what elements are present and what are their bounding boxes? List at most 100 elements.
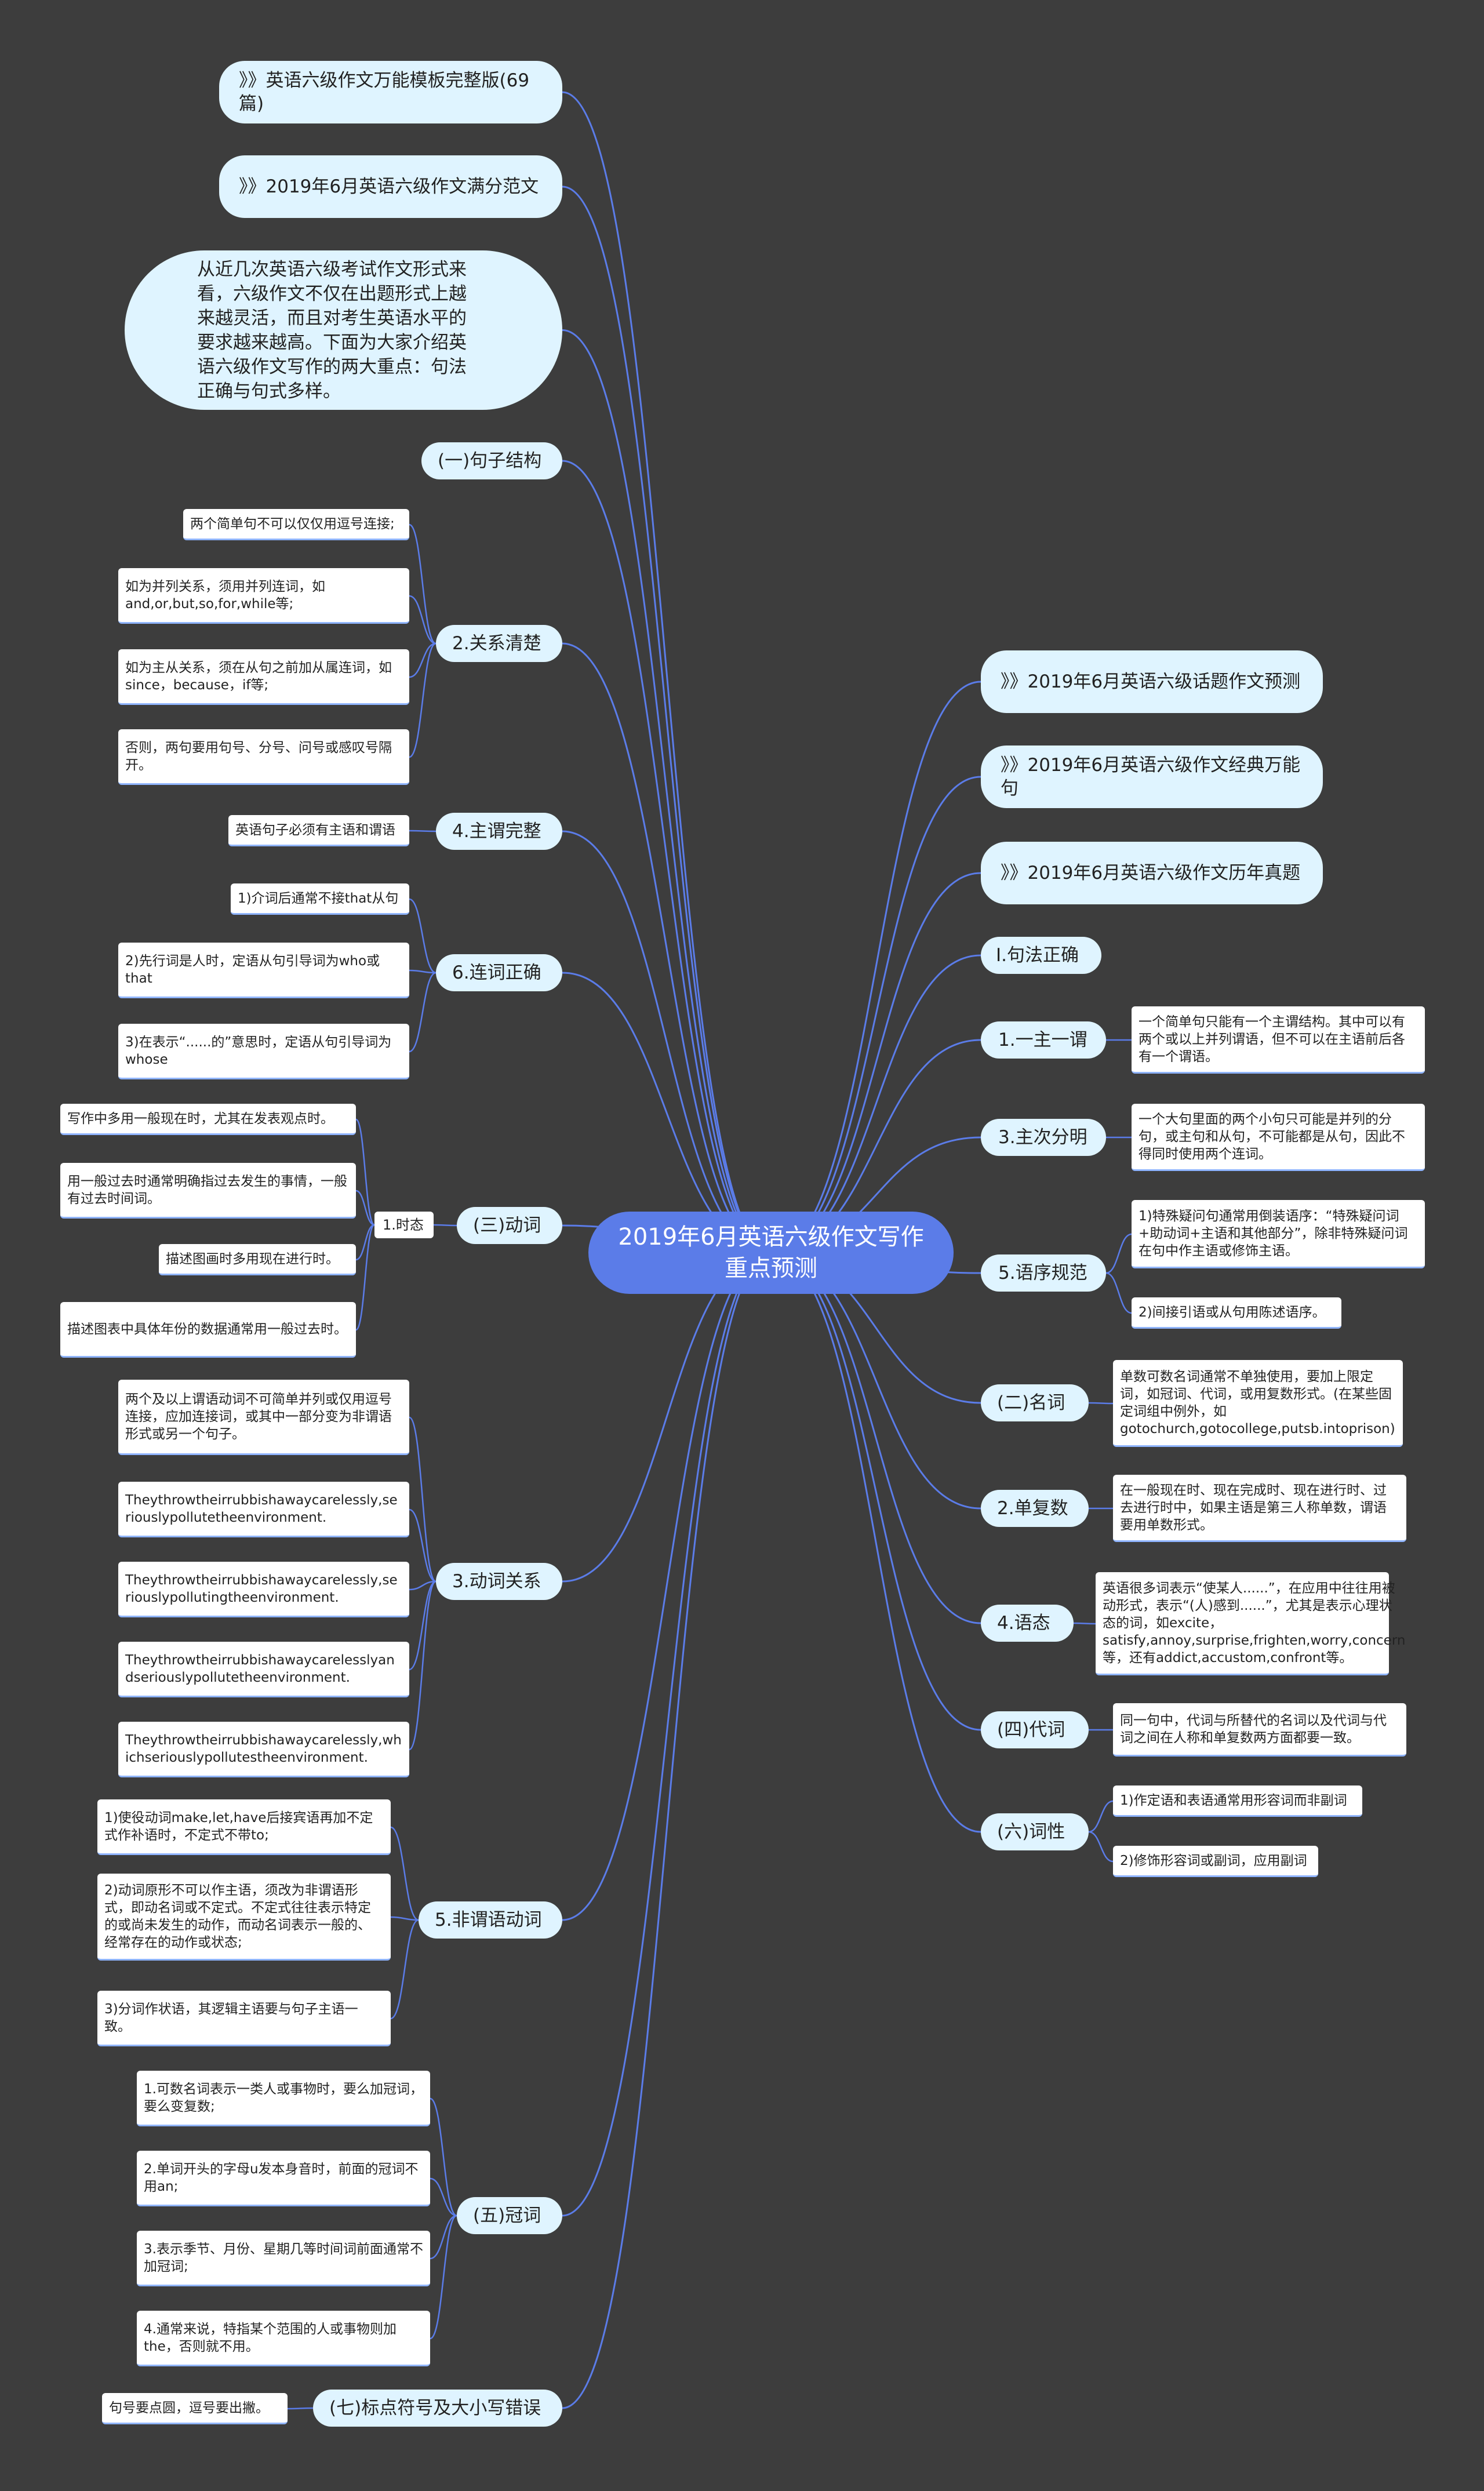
leaf-pos-1: 1)作定语和表语通常用形容词而非副词 [1113, 1785, 1362, 1817]
leaf-relation-4: 否则，两句要用句号、分号、问号或感叹号隔开。 [118, 729, 409, 785]
branch-part-of-speech[interactable]: (六)词性 [981, 1813, 1089, 1850]
edge-l8b [355, 1190, 375, 1226]
edge-l8d [355, 1224, 376, 1331]
leaf-conj-3: 3)在表示“......的”意思时，定语从句引导词为whose [118, 1024, 409, 1079]
edge-l9 [562, 1252, 772, 1583]
branch-conjunction[interactable]: 6.连词正确 [436, 954, 562, 991]
edge-l10c [390, 1919, 419, 2020]
leaf-article-4: 4.通常来说，特指某个范围的人或事物则加the，否则就不用。 [137, 2311, 430, 2366]
leaf-verb-rel-1: 两个及以上谓语动词不可简单并列或仅用逗号连接，应加连接词，或其中一部分变为非谓语… [118, 1380, 409, 1455]
branch-nonfinite-verb[interactable]: 5.非谓语动词 [419, 1901, 562, 1939]
leaf-tense-3: 描述图画时多用现在进行时。 [159, 1244, 356, 1275]
edge-l10 [562, 1252, 772, 1921]
sub-tense: 1.时态 [374, 1212, 434, 1238]
branch-relation-clear[interactable]: 2.关系清楚 [436, 625, 562, 662]
intro-paragraph: 从近几次英语六级考试作文形式来看，六级作文不仅在出题形式上越来越灵活，而且对考生… [125, 250, 562, 410]
edge-l2 [562, 186, 772, 1254]
edge-l9c [409, 1580, 437, 1591]
edge-r12b [1088, 1831, 1114, 1863]
leaf-relation-1: 两个简单句不可以仅仅用逗号连接; [183, 509, 409, 540]
branch-one-subject-predicate[interactable]: 1.一主一谓 [981, 1021, 1106, 1059]
edge-r2 [770, 776, 981, 1254]
leaf-pos-2: 2)修饰形容词或副词，应用副词 [1113, 1846, 1318, 1877]
leaf-tense-1: 写作中多用一般现在时，尤其在发表观点时。 [60, 1104, 356, 1135]
edge-l9b [409, 1508, 437, 1583]
leaf-noun-1: 单数可数名词通常不单独使用，要加上限定词，如冠词、代词，或用复数形式。(在某些固… [1113, 1360, 1403, 1447]
edge-l5c [409, 642, 437, 678]
branch-voice[interactable]: 4.语态 [981, 1605, 1074, 1642]
leaf-one-1: 一个简单句只能有一个主谓结构。其中可以有两个或以上并列谓语，但不可以在主语前后各… [1132, 1006, 1425, 1074]
leaf-tense-2: 用一般过去时通常明确指过去发生的事情，一般有过去时间词。 [60, 1163, 356, 1219]
edge-r12a [1088, 1800, 1114, 1833]
edge-l6 [562, 830, 772, 1254]
leaf-punct-1: 句号要点圆，逗号要出撇。 [102, 2393, 288, 2424]
link-classic-sentences[interactable]: 》》2019年6月英语六级作文经典万能句 [981, 746, 1323, 808]
edge-l9a [409, 1416, 437, 1583]
edge-l10a [390, 1826, 419, 1921]
link-full-score-essays[interactable]: 》》2019年6月英语六级作文满分范文 [219, 155, 562, 218]
leaf-article-1: 1.可数名词表示一类人或事物时，要么加冠词，要么变复数; [137, 2071, 430, 2126]
edge-l5a [409, 523, 437, 645]
leaf-verb-rel-5: Theythrowtheirrubbishawaycarelessly,whic… [118, 1722, 409, 1777]
leaf-nonfinite-1: 1)使役动词make,let,have后接宾语再加不定式作补语时，不定式不带to… [97, 1799, 391, 1855]
branch-verb[interactable]: (三)动词 [457, 1207, 562, 1244]
central-topic[interactable]: 2019年6月英语六级作文写作重点预测 [588, 1212, 954, 1294]
edge-r1 [770, 681, 981, 1254]
edge-l5d [409, 642, 437, 758]
leaf-article-3: 3.表示季节、月份、星期几等时间词前面通常不加冠词; [137, 2231, 430, 2286]
edge-l11c [430, 2214, 457, 2260]
branch-pronoun[interactable]: (四)代词 [981, 1711, 1089, 1748]
branch-syntax-correct[interactable]: I.句法正确 [981, 937, 1101, 974]
leaf-order-1: 1)特殊疑问句通常用倒装语序：“特殊疑问词+助动词+主语和其他部分”，除非特殊疑… [1132, 1200, 1425, 1268]
leaf-conj-2: 2)先行词是人时，定语从句引导词为who或that [118, 943, 409, 998]
edge-r7a [1105, 1233, 1132, 1274]
link-template-69[interactable]: 》》英语六级作文万能模板完整版(69篇) [219, 61, 562, 123]
branch-article[interactable]: (五)冠词 [457, 2197, 562, 2234]
leaf-nonfinite-3: 3)分词作状语，其逻辑主语要与句子主语一致。 [97, 1991, 391, 2046]
edge-l8a [355, 1118, 376, 1226]
edge-r7b [1105, 1272, 1132, 1314]
edge-r4 [770, 954, 981, 1254]
edge-l7b [409, 969, 437, 974]
leaf-main-1: 一个大句里面的两个小句只可能是并列的分句，或主句和从句，不可能都是从句，因此不得… [1132, 1104, 1425, 1171]
branch-sentence-structure[interactable]: (一)句子结构 [421, 442, 562, 479]
edge-l8s [433, 1224, 457, 1227]
branch-punctuation[interactable]: (七)标点符号及大小写错误 [313, 2390, 562, 2427]
edge-r12 [770, 1252, 981, 1833]
edge-l7a [409, 898, 437, 974]
leaf-conj-1: 1)介词后通常不接that从句 [231, 883, 409, 915]
leaf-verb-rel-3: Theythrowtheirrubbishawaycarelessly,seri… [118, 1562, 409, 1617]
edge-l11b [430, 2177, 457, 2217]
branch-subject-predicate[interactable]: 4.主谓完整 [436, 813, 562, 850]
link-past-papers[interactable]: 》》2019年6月英语六级作文历年真题 [981, 842, 1323, 904]
edge-r10a [1073, 1622, 1096, 1625]
edge-r11 [770, 1252, 981, 1731]
edge-l12a [287, 2407, 314, 2410]
edge-l3 [562, 329, 772, 1254]
link-topic-prediction[interactable]: 》》2019年6月英语六级话题作文预测 [981, 650, 1323, 713]
leaf-relation-3: 如为主从关系，须在从句之前加从属连词，如since，because，if等; [118, 649, 409, 705]
branch-verb-relation[interactable]: 3.动词关系 [436, 1563, 562, 1600]
leaf-subject-1: 英语句子必须有主语和谓语 [228, 815, 409, 846]
edge-l11a [430, 2097, 457, 2217]
leaf-order-2: 2)间接引语或从句用陈述语序。 [1132, 1297, 1341, 1329]
branch-noun[interactable]: (二)名词 [981, 1384, 1089, 1421]
edge-r10 [770, 1252, 981, 1624]
leaf-relation-2: 如为并列关系，须用并列连词，如and,or,but,so,for,while等; [118, 568, 409, 624]
leaf-verb-rel-4: Theythrowtheirrubbishawaycarelesslyandse… [118, 1642, 409, 1697]
leaf-voice-1: 英语很多词表示“使某人......”，在应用中往往用被动形式，表示“(人)感到.… [1096, 1572, 1405, 1675]
leaf-pronoun-1: 同一句中，代词与所替代的名词以及代词与代词之间在人称和单复数两方面都要一致。 [1113, 1703, 1406, 1757]
branch-word-order[interactable]: 5.语序规范 [981, 1254, 1106, 1292]
edge-l9d [409, 1580, 437, 1671]
leaf-article-2: 2.单词开头的字母u发本身音时，前面的冠词不用an; [137, 2151, 430, 2206]
edge-l4 [562, 460, 772, 1254]
edge-l1 [562, 91, 772, 1254]
edge-l7c [409, 972, 437, 1053]
edge-l9e [409, 1580, 437, 1751]
edge-l10b [390, 1916, 419, 1921]
edge-l11d [430, 2214, 457, 2340]
leaf-nonfinite-2: 2)动词原形不可以作主语，须改为非谓语形式，即动名词或不定式。不定式往往表示特定… [97, 1874, 391, 1961]
branch-main-clear[interactable]: 3.主次分明 [981, 1119, 1106, 1156]
edge-l11 [562, 1252, 772, 2217]
branch-singular-plural[interactable]: 2.单复数 [981, 1490, 1089, 1527]
